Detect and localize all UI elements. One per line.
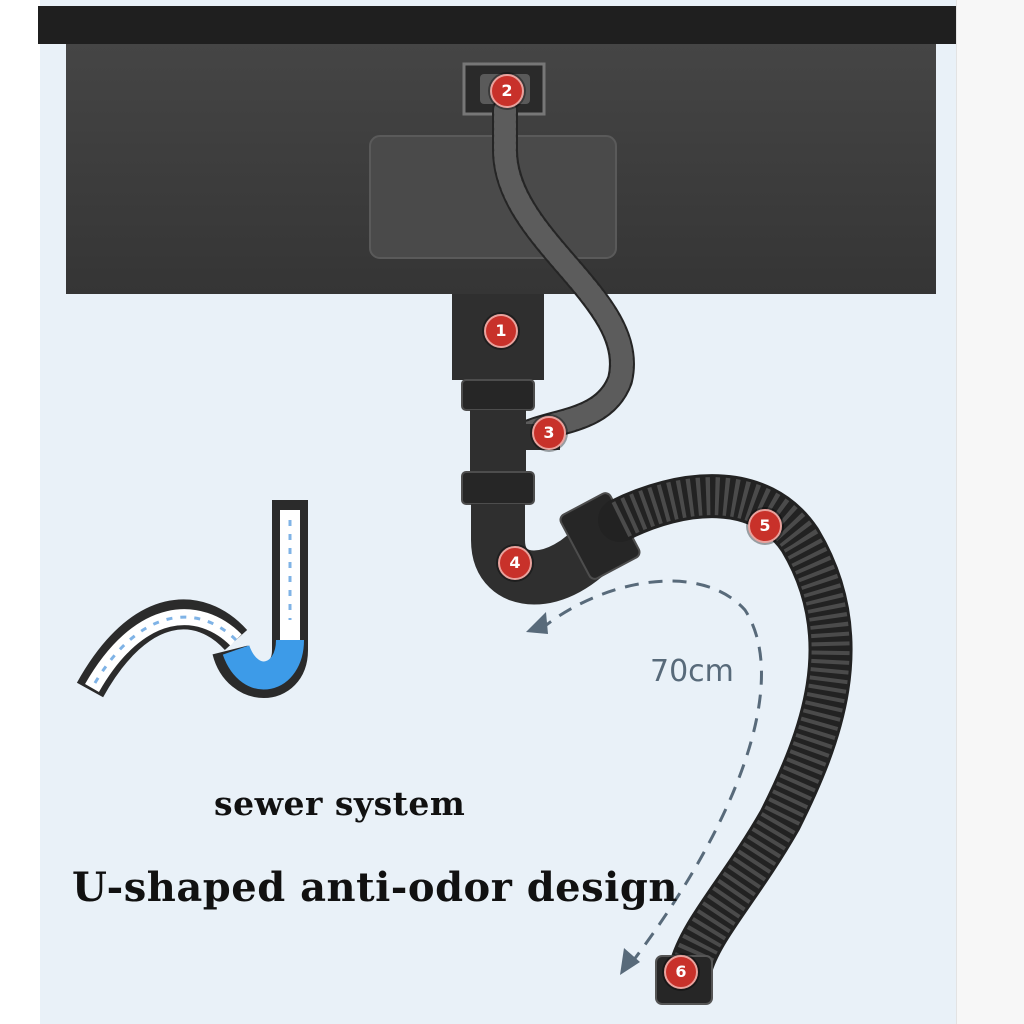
page-margin — [956, 0, 1024, 1024]
badge-drain-hose: 5 — [748, 509, 782, 543]
length-arrow — [539, 579, 763, 966]
countertop — [38, 6, 956, 44]
trap-cutaway-diagram — [76, 500, 308, 698]
badge-u-trap: 4 — [498, 546, 532, 580]
hose-length-label: 70cm — [650, 654, 734, 689]
badge-overflow-plate: 2 — [490, 74, 524, 108]
caption-anti-odor: U-shaped anti-odor design — [72, 864, 678, 911]
badge-drain-body: 1 — [484, 314, 518, 348]
caption-sewer-system: sewer system — [214, 784, 466, 823]
badge-overflow-inlet: 3 — [532, 416, 566, 450]
badge-hose-end: 6 — [664, 955, 698, 989]
